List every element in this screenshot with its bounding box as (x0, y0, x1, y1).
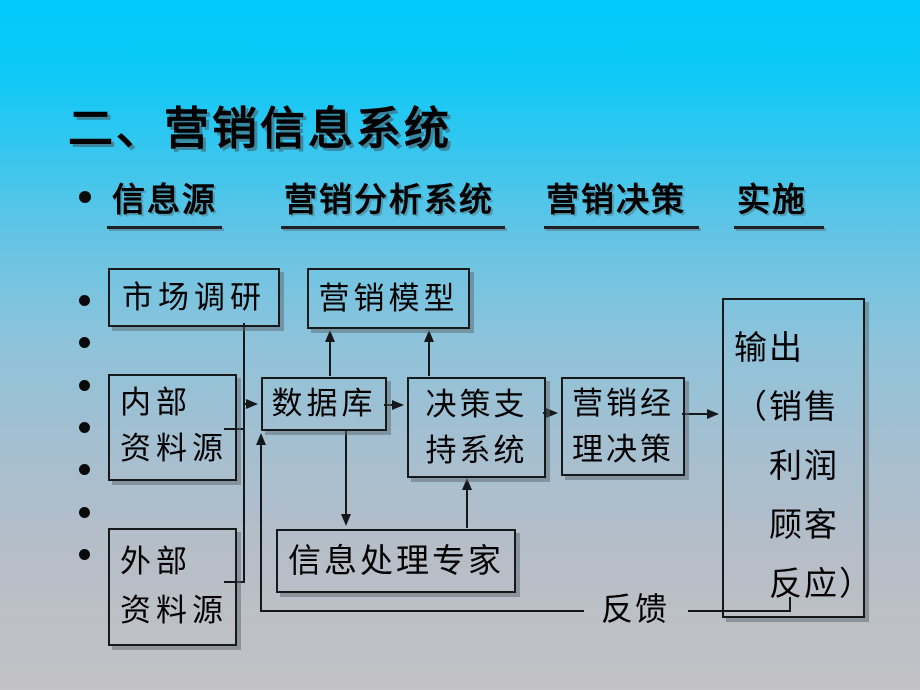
header-underline (734, 226, 824, 229)
box-internal-source: 内部 资料源 (108, 374, 237, 481)
column-header-info-source: 信息源 (112, 180, 217, 219)
bullet-marker (79, 507, 90, 518)
header-underline (107, 226, 222, 229)
box-external-source: 外部 资料源 (108, 528, 237, 646)
bullet-marker (79, 191, 91, 203)
box-output: 输出 （销售 利润 顾客 反应） (722, 298, 872, 618)
box-marketing-model: 营销模型 (307, 268, 470, 329)
feedback-label: 反馈 (601, 590, 670, 628)
header-underline (281, 226, 505, 229)
bullet-marker (79, 337, 90, 348)
box-info-processing-expert: 信息处理专家 (276, 529, 516, 593)
header-underline (544, 226, 699, 229)
box-decision-support-system: 决策支 持系统 (407, 377, 546, 478)
box-database: 数据库 (261, 377, 387, 431)
bullet-marker (79, 295, 90, 306)
bullet-marker (79, 422, 90, 433)
column-header-implementation: 实施 (737, 180, 807, 219)
slide-title: 二、营销信息系统 (68, 102, 453, 155)
box-market-research: 市场调研 (108, 268, 280, 327)
column-header-analysis-system: 营销分析系统 (284, 180, 494, 219)
column-header-decision: 营销决策 (546, 180, 686, 219)
bullet-marker (79, 464, 90, 475)
bullet-marker (79, 380, 90, 391)
box-marketing-manager-decision: 营销经 理决策 (561, 377, 685, 476)
bullet-marker (79, 549, 90, 560)
